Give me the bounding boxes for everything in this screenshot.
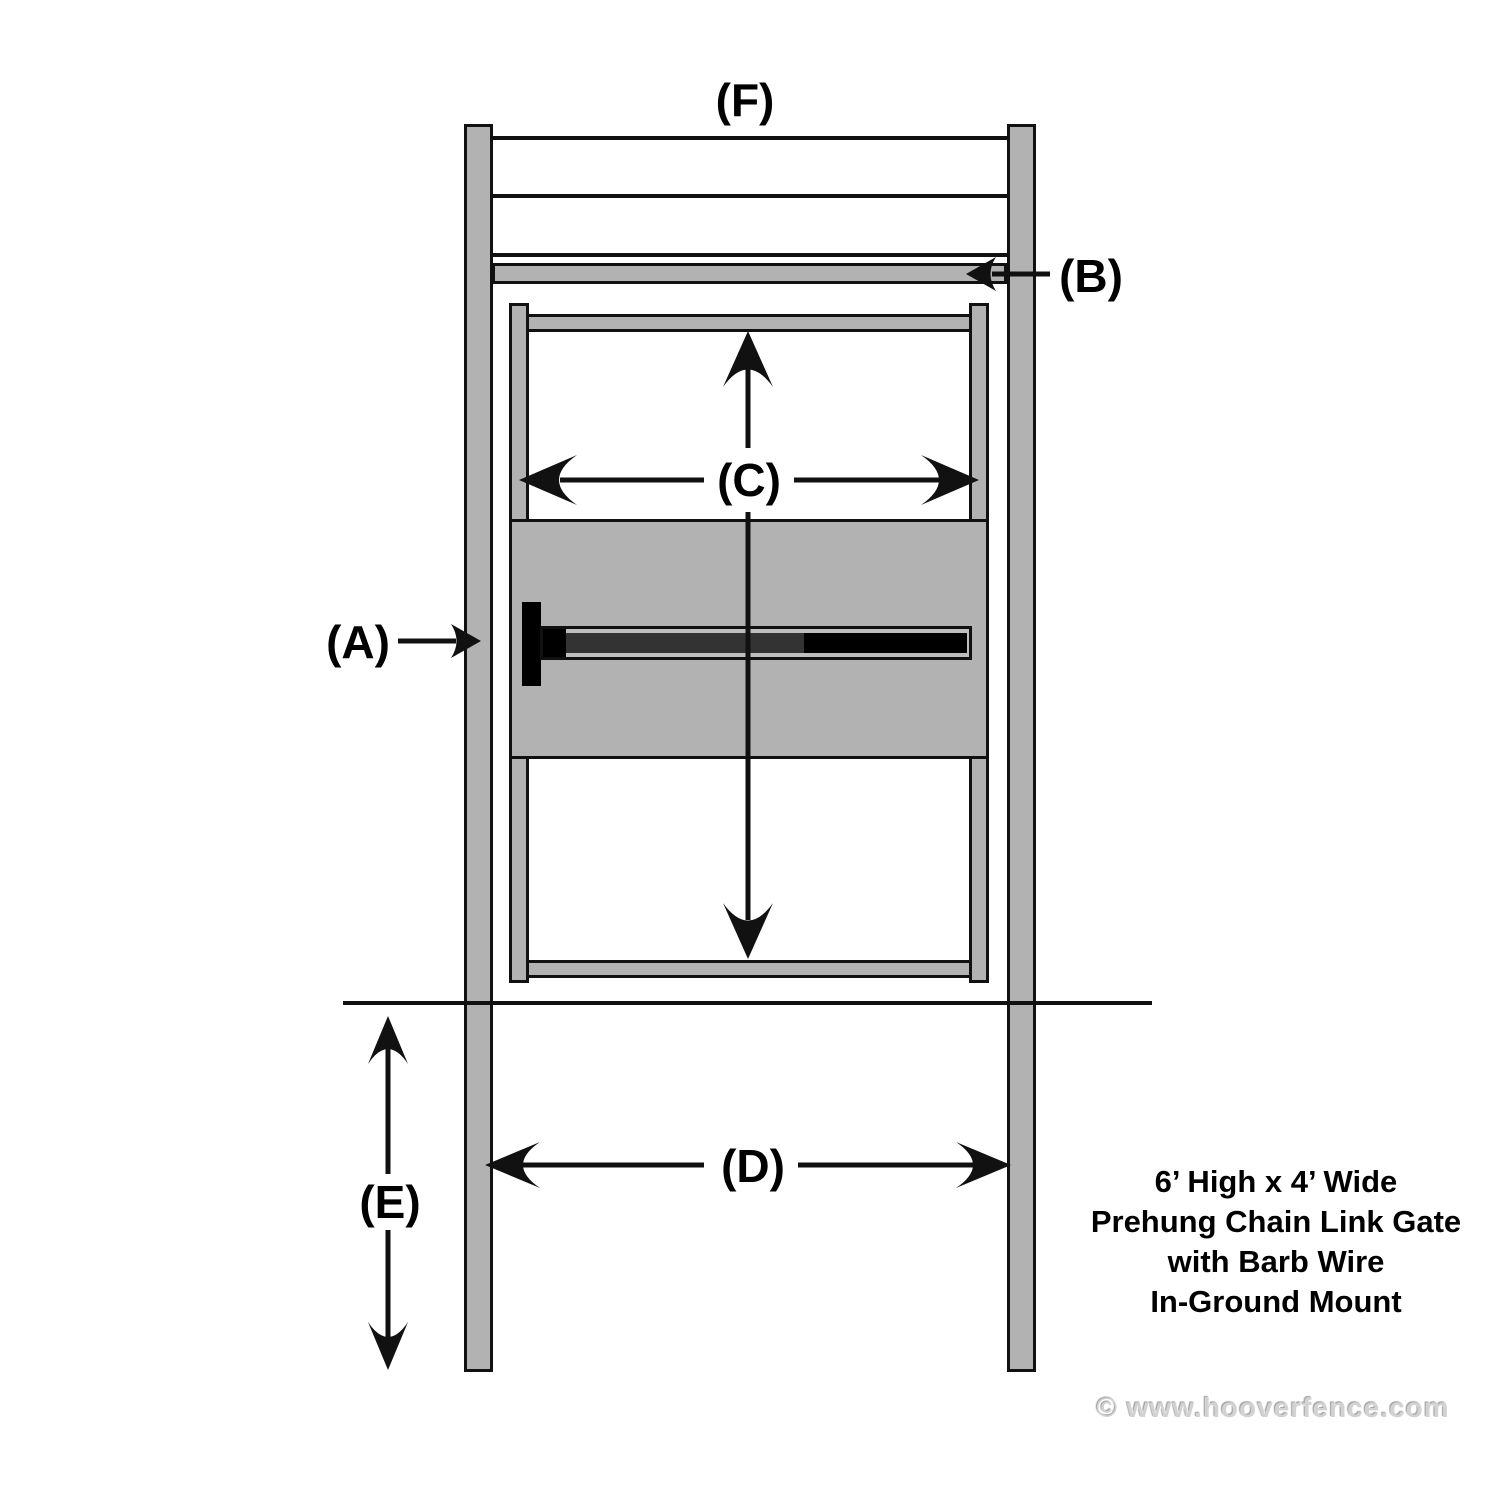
right-gate-post bbox=[1007, 124, 1036, 1372]
caption-line-2: Prehung Chain Link Gate bbox=[1090, 1204, 1462, 1239]
gate-hanger-bar bbox=[492, 263, 1007, 284]
ground-line bbox=[343, 1001, 1152, 1005]
dim-label-e: (E) bbox=[352, 1174, 428, 1230]
caption-line-4: In-Ground Mount bbox=[1150, 1284, 1402, 1319]
dim-label-b: (B) bbox=[1050, 248, 1132, 304]
dim-label-c: (C) bbox=[706, 452, 792, 508]
barb-wire-line-3 bbox=[492, 253, 1007, 257]
gate-bottom-rail bbox=[526, 960, 972, 978]
dim-label-f: (F) bbox=[705, 72, 785, 128]
left-gate-post bbox=[464, 124, 493, 1372]
barb-wire-line-2 bbox=[492, 194, 1007, 198]
caption-line-1: 6’ High x 4’ Wide bbox=[1154, 1164, 1398, 1199]
caption-block: 6’ High x 4’ Wide Prehung Chain Link Gat… bbox=[1076, 1162, 1476, 1322]
dim-label-a: (A) bbox=[318, 614, 398, 670]
barb-wire-line-1 bbox=[492, 136, 1007, 140]
latch-pivot-block bbox=[543, 629, 566, 657]
dim-label-d: (D) bbox=[708, 1138, 798, 1194]
caption-line-3: with Barb Wire bbox=[1167, 1244, 1385, 1279]
latch-bar-outer bbox=[804, 633, 967, 653]
gate-top-rail bbox=[526, 314, 972, 332]
latch-handle bbox=[522, 602, 541, 686]
watermark-text: © www.hooverfence.com bbox=[1096, 1392, 1450, 1423]
latch-bar-inner bbox=[566, 633, 804, 653]
